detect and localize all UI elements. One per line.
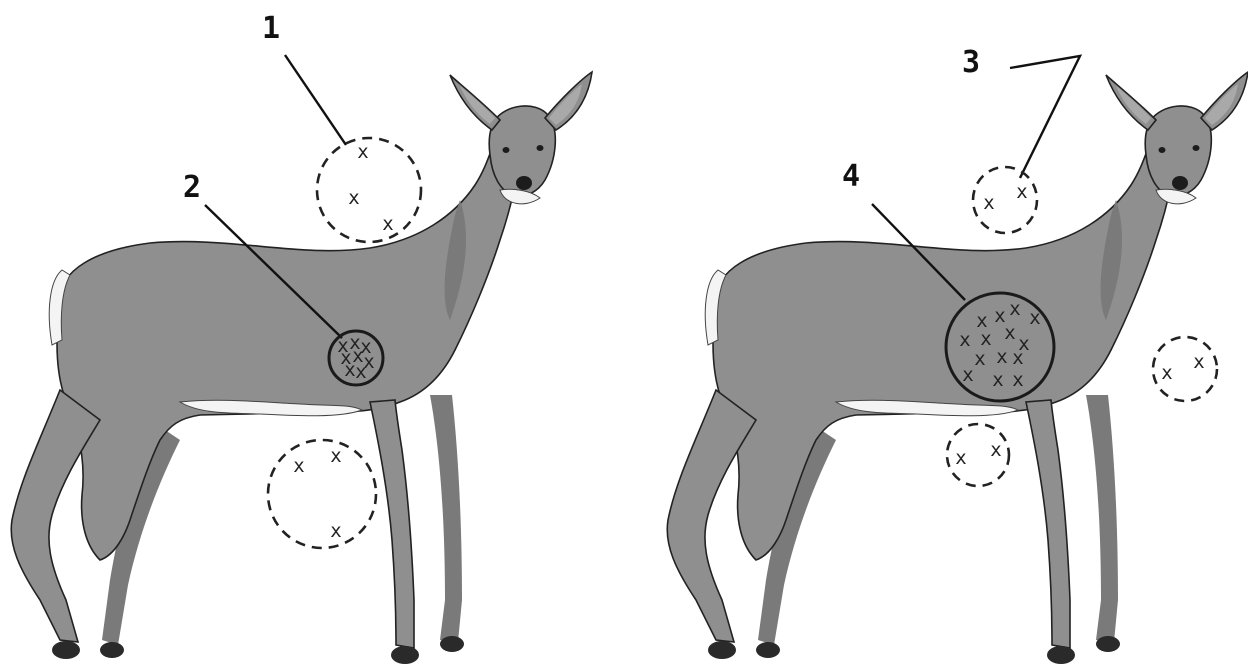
shot-mark: x (996, 346, 1007, 368)
dashed-circle-group-1 (317, 138, 421, 242)
callout-label-4: 4 (842, 159, 860, 194)
shot-mark: x (1012, 347, 1023, 369)
shot-mark: x (1193, 351, 1204, 373)
callout-label-3: 3 (962, 45, 980, 80)
shot-mark: x (983, 192, 994, 214)
dashed-circle-group-low (268, 440, 376, 548)
shot-mark: x (1009, 298, 1020, 320)
shot-mark: x (330, 445, 341, 467)
shot-mark: x (344, 359, 355, 381)
shot-mark: x (293, 455, 304, 477)
shot-mark: x (357, 141, 368, 163)
shot-mark: x (355, 361, 366, 383)
shot-mark: x (980, 328, 991, 350)
shot-mark: x (1004, 322, 1015, 344)
callout-label-2: 2 (183, 170, 201, 205)
shot-mark: x (330, 520, 341, 542)
shot-mark: x (1029, 307, 1040, 329)
leader-line-1 (285, 55, 346, 145)
shot-mark: x (974, 348, 985, 370)
shot-mark: x (990, 439, 1001, 461)
shot-mark: x (962, 364, 973, 386)
callout-label-1: 1 (262, 11, 280, 46)
shot-mark: x (382, 213, 393, 235)
shot-mark: x (1016, 181, 1027, 203)
shot-mark: x (1012, 369, 1023, 391)
shot-mark: x (992, 369, 1003, 391)
shot-mark: x (1161, 362, 1172, 384)
shot-mark: x (348, 187, 359, 209)
shot-mark: x (955, 447, 966, 469)
deer-illustration-left (11, 72, 592, 664)
shot-mark: x (959, 329, 970, 351)
leader-line-3 (1010, 56, 1080, 178)
